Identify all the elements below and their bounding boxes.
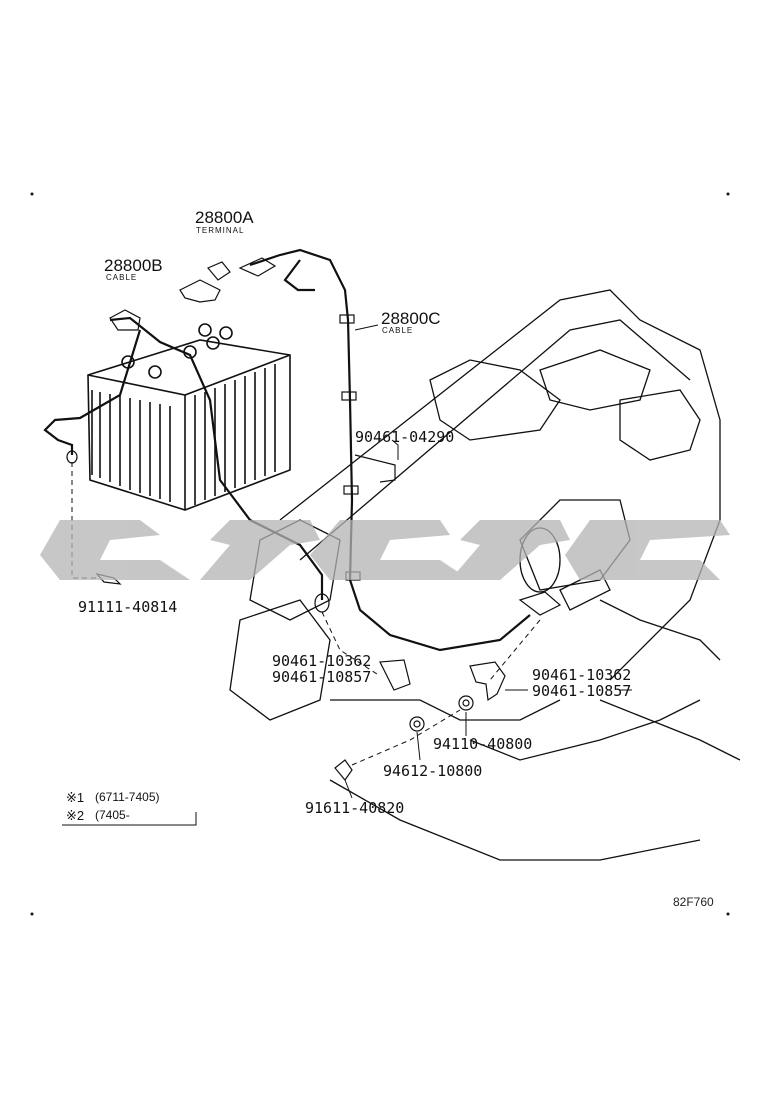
battery-drawing	[87, 323, 291, 511]
part-number-clamp-left-a: 90461-10362	[272, 652, 372, 670]
engine-outline	[229, 289, 741, 861]
part-number-bolt-battery: 91111-40814	[78, 598, 178, 616]
cable-lines	[43, 248, 531, 652]
corner-marks	[30, 192, 730, 916]
part-number-terminal: 28800A	[195, 208, 254, 227]
figure-code: 82F760	[673, 895, 714, 909]
part-number-cable-b: 28800B	[104, 256, 163, 275]
note-1-range: (6711-7405)	[95, 790, 160, 804]
note-bracket	[62, 812, 197, 826]
part-number-cable-c: 28800C	[381, 309, 441, 328]
part-number-clamp-left-b: 90461-10857	[272, 668, 372, 686]
note-1-mark: ※1	[66, 790, 85, 805]
note-2-mark: ※2	[66, 808, 85, 823]
part-name-terminal: TERMINAL	[196, 226, 245, 235]
part-number-nut: 94110-40800	[433, 735, 533, 753]
part-number-bolt-ground: 91611-40820	[305, 799, 405, 817]
cable-details	[66, 257, 562, 781]
part-name-cable-c: CABLE	[382, 326, 414, 335]
leader-lines	[344, 324, 632, 799]
part-name-cable-b: CABLE	[106, 273, 138, 282]
part-number-clamp-right-b: 90461-10857	[532, 682, 632, 700]
note-2-range: (7405-	[95, 808, 130, 822]
part-number-clamp-upper: 90461-04290	[355, 428, 455, 446]
watermark-logo	[40, 520, 730, 580]
part-number-clamp-right-a: 90461-10362	[532, 666, 632, 684]
dashed-guides	[71, 462, 541, 766]
part-number-washer: 94612-10800	[383, 762, 483, 780]
